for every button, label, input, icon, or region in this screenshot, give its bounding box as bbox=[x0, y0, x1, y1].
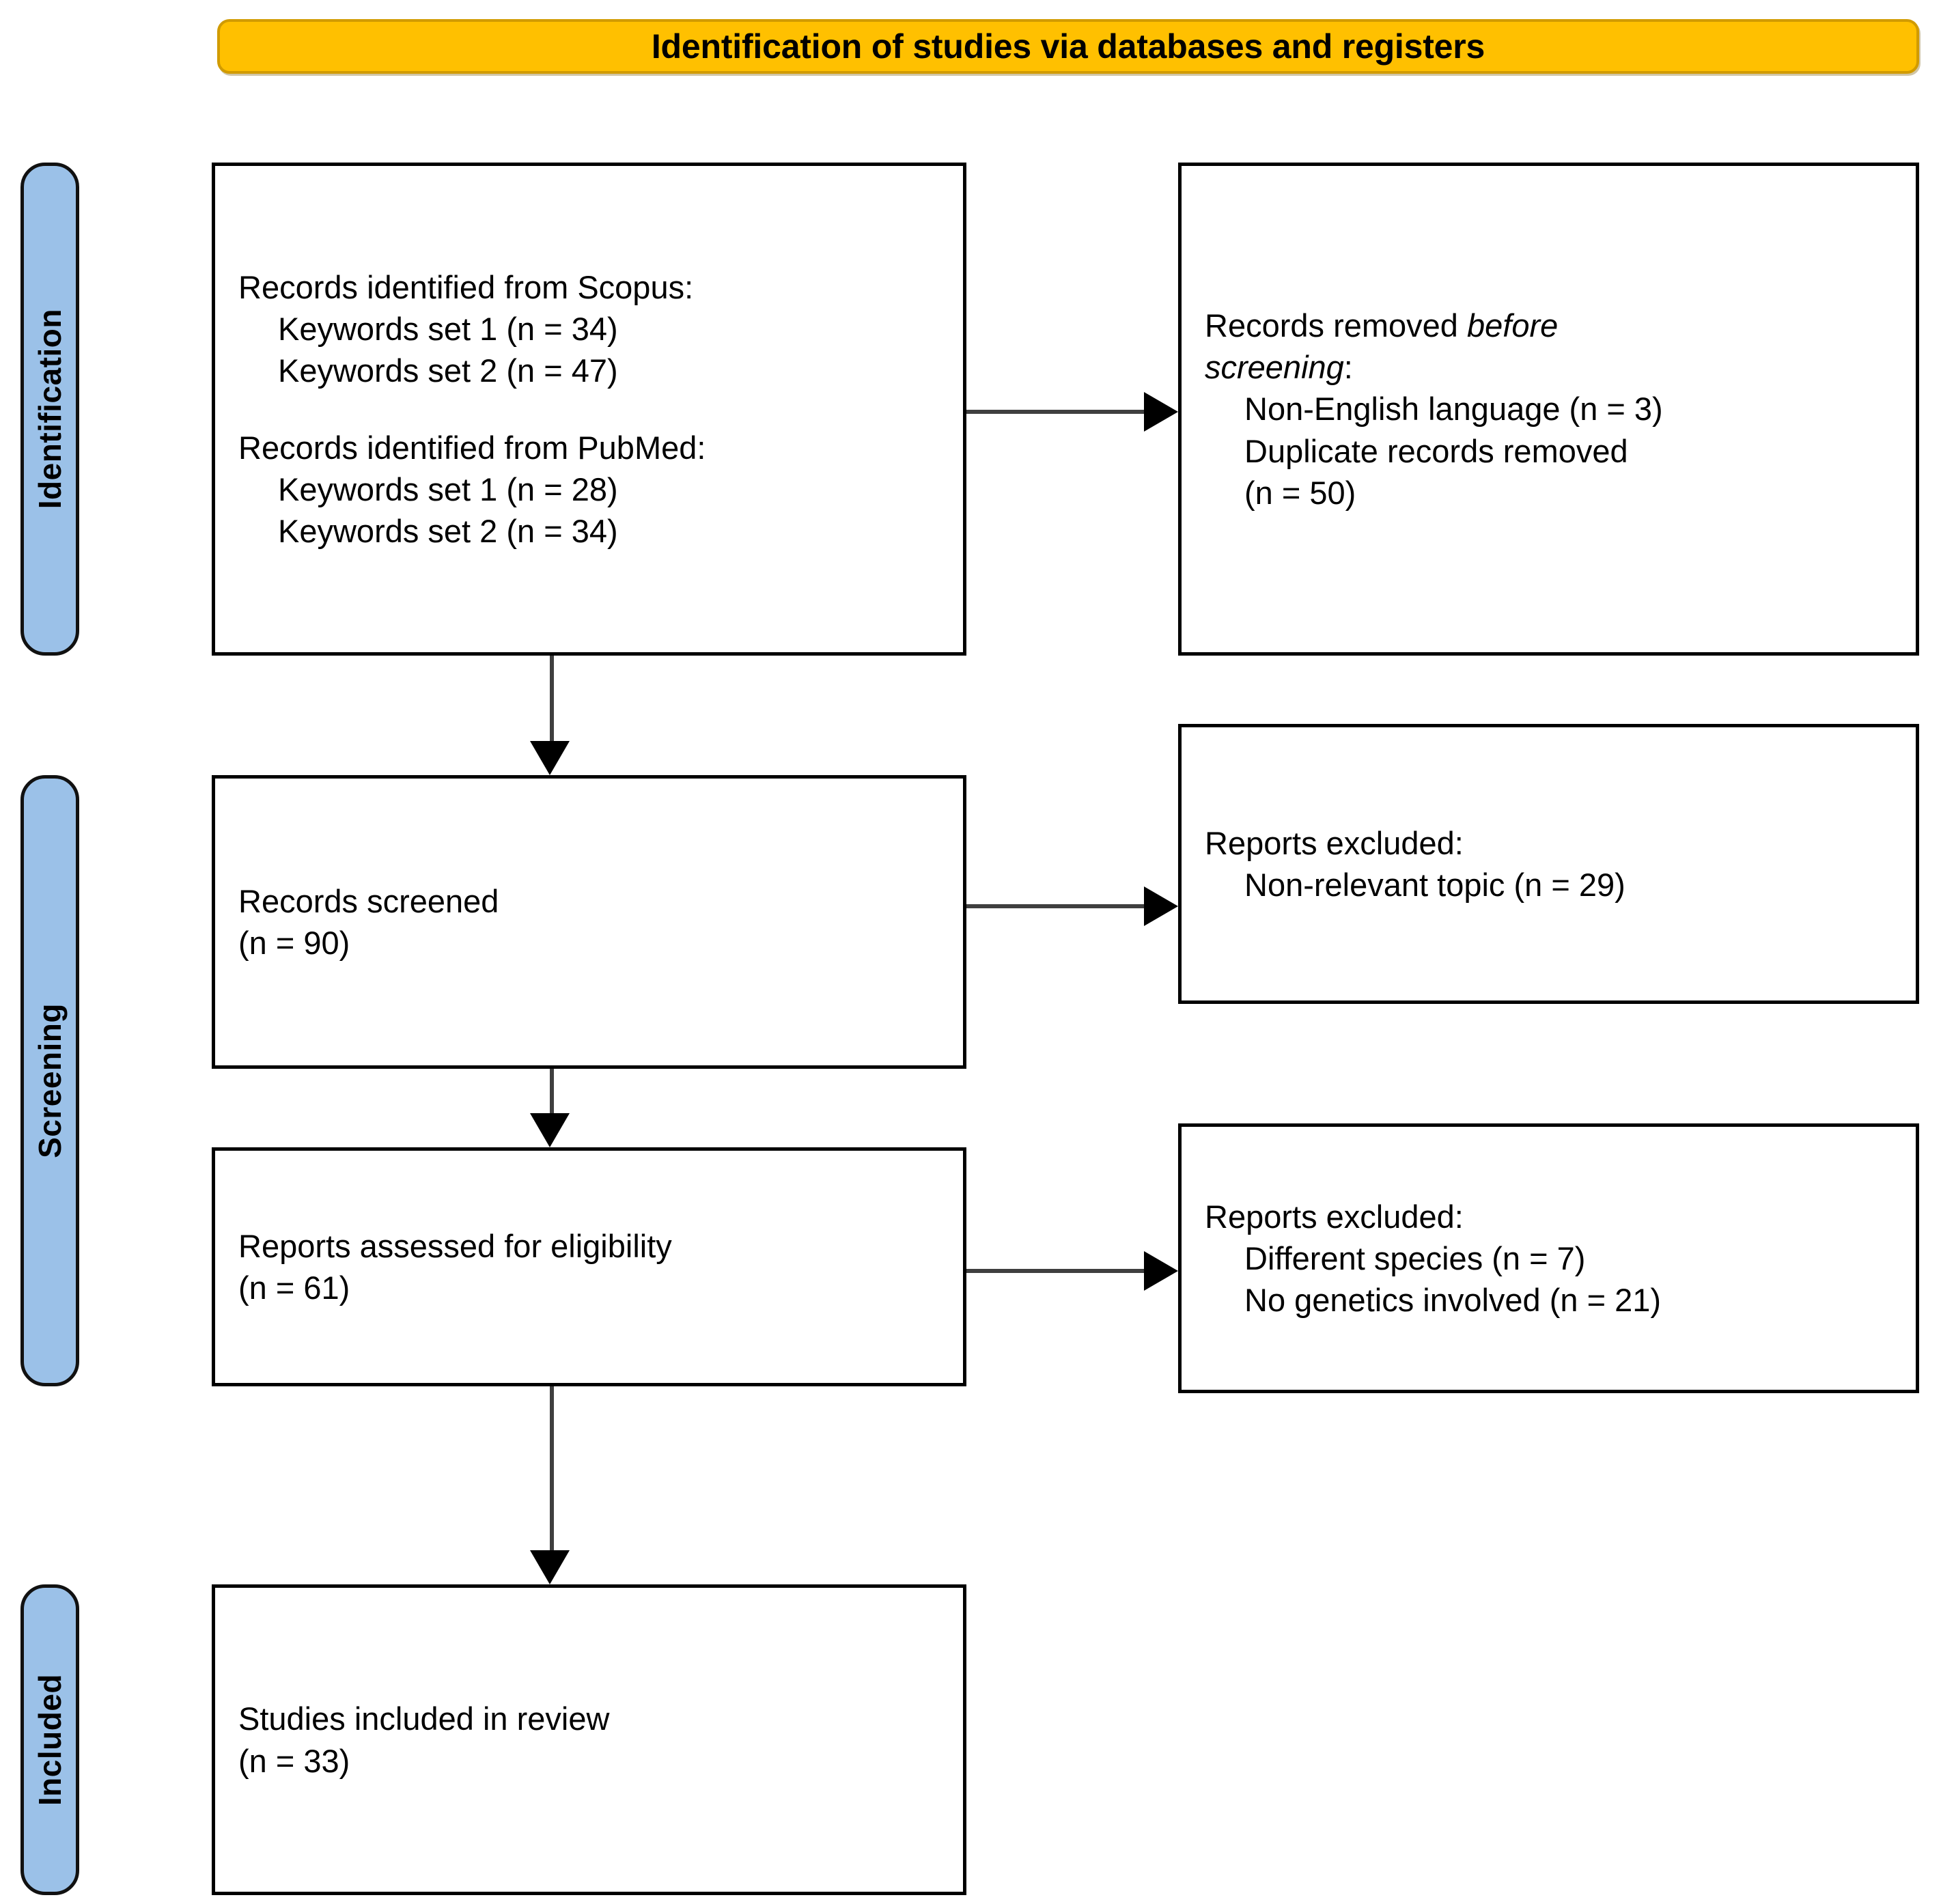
box-line: (n = 33) bbox=[238, 1742, 350, 1779]
connector-line bbox=[550, 656, 554, 741]
box-reports-assessed-eligibility: Reports assessed for eligibility (n = 61… bbox=[212, 1147, 966, 1386]
diagram-header-banner: Identification of studies via databases … bbox=[217, 19, 1919, 74]
box-studies-included: Studies included in review (n = 33) bbox=[212, 1584, 966, 1895]
box-line-removed-lead: Records removed before bbox=[1205, 305, 1893, 346]
box-line: Reports assessed for eligibility bbox=[238, 1227, 672, 1264]
arrow-right-icon bbox=[1144, 886, 1178, 926]
box-line: Keywords set 2 (n = 34) bbox=[278, 513, 618, 550]
removed-lead-plain: Records removed bbox=[1205, 307, 1467, 344]
box-line: Keywords set 1 (n = 28) bbox=[278, 471, 618, 508]
box-reports-excluded-eligibility: Reports excluded: Different species (n =… bbox=[1178, 1123, 1919, 1393]
box-line: Records identified from PubMed: bbox=[238, 430, 706, 466]
stage-label-included: Included bbox=[20, 1584, 79, 1895]
box-line: (n = 90) bbox=[238, 925, 350, 961]
box-reports-excluded-screening: Reports excluded: Non-relevant topic (n … bbox=[1178, 724, 1919, 1004]
box-line: (n = 50) bbox=[1244, 474, 1356, 511]
box-line: Records screened bbox=[238, 882, 499, 919]
box-line: Keywords set 2 (n = 47) bbox=[278, 352, 618, 389]
arrow-right-icon bbox=[1144, 1251, 1178, 1291]
box-line: Non-relevant topic (n = 29) bbox=[1244, 867, 1625, 903]
box-line: Reports excluded: bbox=[1205, 824, 1464, 861]
arrow-down-icon bbox=[530, 1550, 570, 1584]
box-records-screened: Records screened (n = 90) bbox=[212, 775, 966, 1069]
arrow-down-icon bbox=[530, 1113, 570, 1147]
arrow-right-icon bbox=[1144, 392, 1178, 432]
banner-title: Identification of studies via databases … bbox=[651, 27, 1485, 66]
box-line: Reports excluded: bbox=[1205, 1198, 1464, 1235]
box-line: Duplicate records removed bbox=[1244, 432, 1628, 469]
box-records-identified: Records identified from Scopus: Keywords… bbox=[212, 163, 966, 656]
box-records-removed: Records removed before screening: Non-En… bbox=[1178, 163, 1919, 656]
connector-line bbox=[966, 1269, 1149, 1273]
box-line-removed-lead2: screening: bbox=[1205, 346, 1893, 388]
box-line: No genetics involved (n = 21) bbox=[1244, 1282, 1662, 1319]
box-line: Keywords set 1 (n = 34) bbox=[278, 310, 618, 347]
box-line: Records identified from Scopus: bbox=[238, 268, 694, 305]
connector-line bbox=[966, 410, 1149, 414]
removed-lead-italic-2: screening bbox=[1205, 349, 1344, 386]
stage-label-included-text: Included bbox=[32, 1673, 68, 1806]
arrow-down-icon bbox=[530, 741, 570, 775]
stage-label-screening: Screening bbox=[20, 775, 79, 1386]
box-line: Non-English language (n = 3) bbox=[1244, 391, 1663, 428]
stage-label-identification: Identification bbox=[20, 163, 79, 656]
stage-label-identification-text: Identification bbox=[32, 309, 68, 509]
box-line: Studies included in review bbox=[238, 1700, 610, 1737]
box-line: (n = 61) bbox=[238, 1270, 350, 1306]
box-line: Different species (n = 7) bbox=[1244, 1240, 1586, 1276]
connector-line bbox=[966, 904, 1149, 908]
connector-line bbox=[550, 1386, 554, 1550]
connector-line bbox=[550, 1069, 554, 1113]
removed-lead-italic-1: before bbox=[1467, 307, 1559, 344]
removed-lead-colon: : bbox=[1343, 349, 1353, 386]
stage-label-screening-text: Screening bbox=[32, 1003, 68, 1158]
